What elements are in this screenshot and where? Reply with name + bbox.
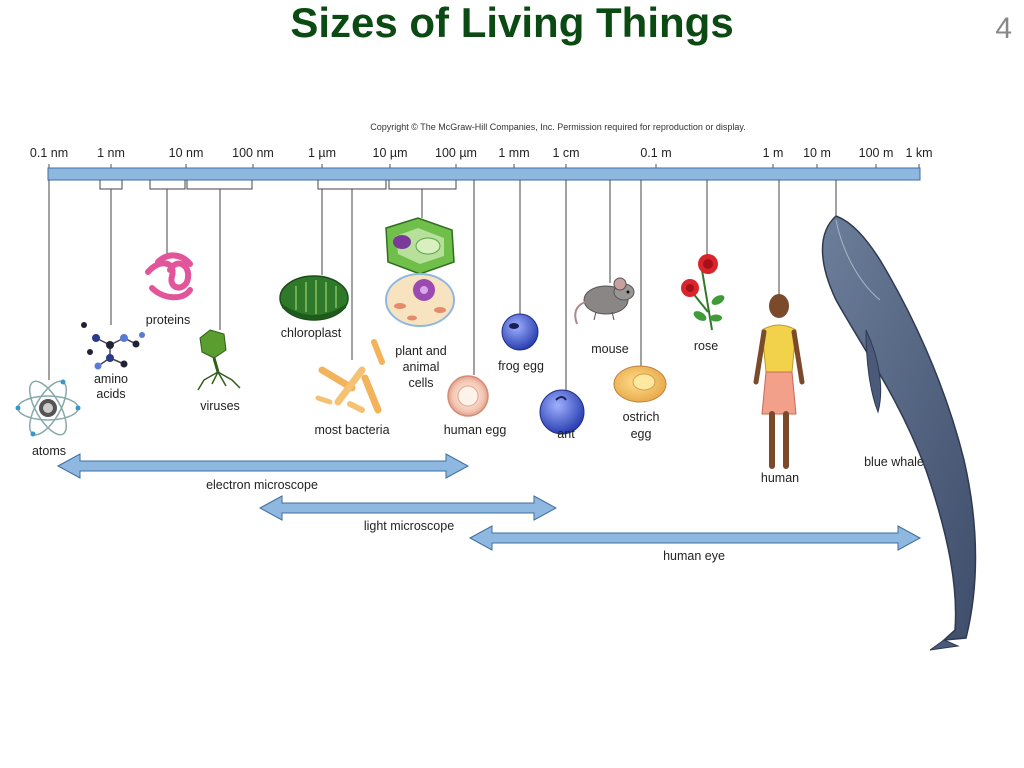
scale-label-100nm: 100 nm xyxy=(232,146,274,160)
light-microscope-arrow xyxy=(258,495,558,521)
scale-label-10nm: 10 nm xyxy=(169,146,204,160)
scale-label-1km: 1 km xyxy=(905,146,932,160)
label-ostrich-egg-line2: egg xyxy=(631,427,652,441)
label-cells-line2: animal xyxy=(403,360,440,374)
scale-label-10um: 10 µm xyxy=(373,146,408,160)
label-chloroplast: chloroplast xyxy=(281,326,342,340)
scale-label-1cm: 1 cm xyxy=(552,146,579,160)
mouse-illustration xyxy=(574,277,635,325)
animal-cell-illustration xyxy=(385,273,455,327)
label-most-bacteria: most bacteria xyxy=(314,423,389,437)
slide-title: Sizes of Living Things xyxy=(290,0,734,46)
label-proteins: proteins xyxy=(146,313,190,327)
human-egg-illustration xyxy=(447,375,489,417)
ostrich-egg-illustration xyxy=(613,365,667,403)
label-amino-acids-line1: amino xyxy=(94,372,128,386)
atom-illustration xyxy=(15,379,81,437)
label-rose: rose xyxy=(694,339,718,353)
scale-label-0.1nm: 0.1 nm xyxy=(30,146,68,160)
label-cells-line3: cells xyxy=(408,376,433,390)
scale-label-1mm: 1 mm xyxy=(498,146,529,160)
label-human-egg: human egg xyxy=(444,423,507,437)
scale-label-0.1m: 0.1 m xyxy=(640,146,671,160)
label-viruses: viruses xyxy=(200,399,240,413)
human-eye-arrow xyxy=(468,525,922,551)
protein-illustration xyxy=(145,252,193,301)
bacteria-illustration xyxy=(315,339,385,414)
scale-label-1nm: 1 nm xyxy=(97,146,125,160)
leader-lines xyxy=(48,180,837,390)
label-human: human xyxy=(761,471,799,485)
copyright-text: Copyright © The McGraw-Hill Companies, I… xyxy=(370,122,745,132)
amino-acid-illustration xyxy=(81,322,145,370)
rose-illustration xyxy=(681,254,725,331)
label-atoms: atoms xyxy=(32,444,66,458)
label-frog-egg: frog egg xyxy=(498,359,544,373)
virus-illustration xyxy=(197,329,241,391)
slide-number: 4 xyxy=(995,12,1012,45)
label-blue-whale: blue whale xyxy=(864,455,924,469)
electron-microscope-arrow xyxy=(56,453,470,479)
scale-label-10m: 10 m xyxy=(803,146,831,160)
ant-illustration xyxy=(539,389,585,435)
label-electron-microscope: electron microscope xyxy=(206,478,318,492)
scale-labels: 0.1 nm 1 nm 10 nm 100 nm 1 µm 10 µm 100 … xyxy=(30,146,933,160)
plant-cell-illustration xyxy=(385,217,455,275)
scale-label-100m: 100 m xyxy=(859,146,894,160)
frog-egg-illustration xyxy=(501,313,539,351)
label-light-microscope: light microscope xyxy=(364,519,454,533)
human-illustration xyxy=(753,294,805,469)
label-amino-acids-line2: acids xyxy=(96,387,125,401)
label-human-eye: human eye xyxy=(663,549,725,563)
label-ostrich-egg-line1: ostrich xyxy=(623,410,660,424)
chloroplast-illustration xyxy=(279,275,349,321)
label-mouse: mouse xyxy=(591,342,629,356)
scale-label-1um: 1 µm xyxy=(308,146,336,160)
blue-whale-illustration xyxy=(821,215,977,651)
scale-label-100um: 100 µm xyxy=(435,146,477,160)
scale-label-1m: 1 m xyxy=(763,146,784,160)
scale-bar xyxy=(47,164,921,181)
label-ant: ant xyxy=(557,427,575,441)
label-cells-line1: plant and xyxy=(395,344,446,358)
